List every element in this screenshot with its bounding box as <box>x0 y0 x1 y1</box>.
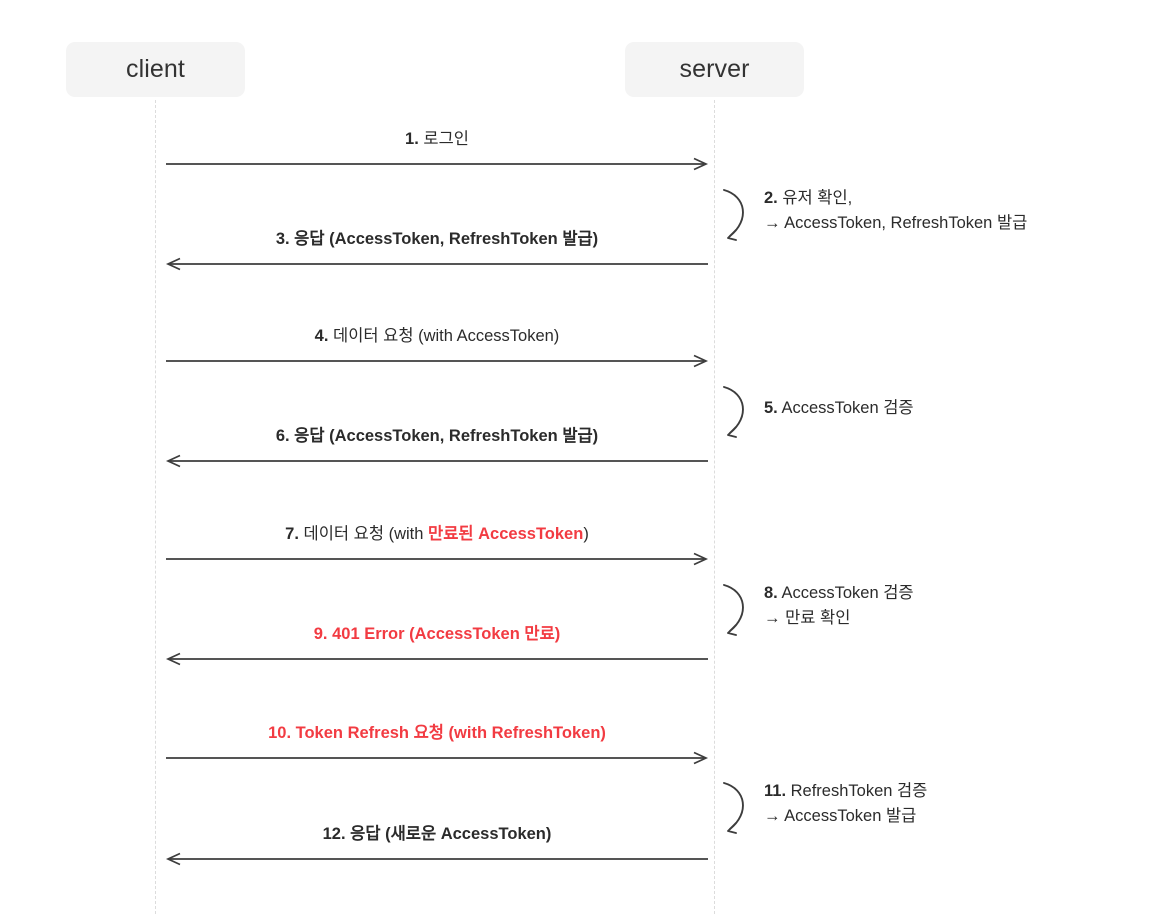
self-message-2-line2: → AccessToken, RefreshToken 발급 <box>764 214 1028 232</box>
self-message-11-number: 11. <box>764 782 787 800</box>
self-message-5-curve-icon <box>716 383 756 443</box>
lifeline-server <box>714 100 715 914</box>
participant-client-label: client <box>126 55 185 83</box>
self-message-8-line1: AccessToken 검증 <box>777 584 914 602</box>
self-message-5-line1: AccessToken 검증 <box>777 399 914 417</box>
self-message-2-curve-icon <box>716 186 756 246</box>
message-7-number: 7. <box>285 525 299 543</box>
message-3-arrow <box>165 257 708 272</box>
message-9-label: 9. 401 Error (AccessToken 만료) <box>166 623 708 645</box>
participant-server[interactable]: server <box>625 42 804 97</box>
message-1-number: 1. <box>405 130 419 148</box>
self-message-11-line2: → AccessToken 발급 <box>764 807 917 825</box>
self-message-5-text: 5. AccessToken 검증 <box>764 396 914 421</box>
message-7-highlight: 만료된 AccessToken <box>428 525 584 543</box>
message-4-number: 4. <box>314 327 329 345</box>
participant-server-label: server <box>679 55 750 83</box>
message-9-text: 401 Error (AccessToken 만료) <box>327 625 561 643</box>
self-message-11-line1: RefreshToken 검증 <box>786 782 928 800</box>
self-message-8-curve-icon <box>716 581 756 641</box>
message-3-label: 3. 응답 (AccessToken, RefreshToken 발급) <box>166 228 708 250</box>
self-message-11-text: 11. RefreshToken 검증 → AccessToken 발급 <box>764 779 927 829</box>
self-message-2-text: 2. 유저 확인, → AccessToken, RefreshToken 발급 <box>764 186 1027 236</box>
self-message-8-text: 8. AccessToken 검증 → 만료 확인 <box>764 581 914 631</box>
message-1-text: 로그인 <box>418 130 469 148</box>
message-6[interactable]: 6. 응답 (AccessToken, RefreshToken 발급) <box>165 425 708 471</box>
participant-client[interactable]: client <box>66 42 245 97</box>
message-1-label: 1. 로그인 <box>166 128 708 150</box>
message-9-number: 9. <box>313 625 328 643</box>
message-12-text: 응답 (새로운 AccessToken) <box>345 825 552 843</box>
message-12-arrow <box>165 852 708 867</box>
message-12-number: 12. <box>322 825 346 843</box>
message-6-label: 6. 응답 (AccessToken, RefreshToken 발급) <box>166 425 708 447</box>
message-7-text-before: 데이터 요청 (with <box>298 525 429 543</box>
message-1-arrow <box>166 157 709 172</box>
message-4-text: 데이터 요청 (with AccessToken) <box>328 327 560 345</box>
message-9[interactable]: 9. 401 Error (AccessToken 만료) <box>165 623 708 669</box>
message-10-text: Token Refresh 요청 (with RefreshToken) <box>291 724 606 742</box>
self-message-2-number: 2. <box>764 189 778 207</box>
message-1[interactable]: 1. 로그인 <box>166 128 709 174</box>
message-9-arrow <box>165 652 708 667</box>
self-message-8-number: 8. <box>764 584 778 602</box>
self-message-8-line2: → 만료 확인 <box>764 609 851 627</box>
message-10[interactable]: 10. Token Refresh 요청 (with RefreshToken) <box>166 722 709 768</box>
message-6-number: 6. <box>275 427 290 445</box>
message-7-arrow <box>166 552 709 567</box>
self-message-2-line1: 유저 확인, <box>777 189 853 207</box>
message-6-arrow <box>165 454 708 469</box>
message-12-label: 12. 응답 (새로운 AccessToken) <box>166 823 708 845</box>
message-7[interactable]: 7. 데이터 요청 (with 만료된 AccessToken) <box>166 523 709 569</box>
message-3-number: 3. <box>275 230 290 248</box>
message-10-number: 10. <box>268 724 292 742</box>
message-10-label: 10. Token Refresh 요청 (with RefreshToken) <box>166 722 708 744</box>
lifeline-client <box>155 100 156 914</box>
self-message-5-number: 5. <box>764 399 778 417</box>
message-7-text-after: ) <box>583 525 589 543</box>
self-message-11-curve-icon <box>716 779 756 839</box>
message-12[interactable]: 12. 응답 (새로운 AccessToken) <box>165 823 708 869</box>
message-10-arrow <box>166 751 709 766</box>
message-4-arrow <box>166 354 709 369</box>
message-7-label: 7. 데이터 요청 (with 만료된 AccessToken) <box>166 523 708 545</box>
message-3-text: 응답 (AccessToken, RefreshToken 발급) <box>289 230 599 248</box>
message-4[interactable]: 4. 데이터 요청 (with AccessToken) <box>166 325 709 371</box>
message-4-label: 4. 데이터 요청 (with AccessToken) <box>166 325 708 347</box>
message-3[interactable]: 3. 응답 (AccessToken, RefreshToken 발급) <box>165 228 708 274</box>
message-6-text: 응답 (AccessToken, RefreshToken 발급) <box>289 427 599 445</box>
